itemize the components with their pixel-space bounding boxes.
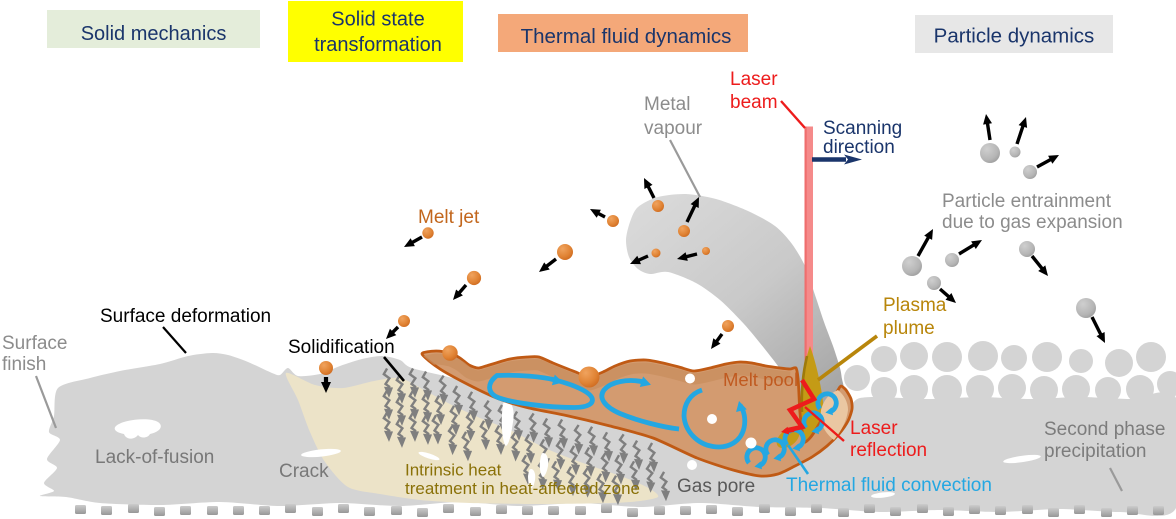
svg-text:Thermal fluid dynamics: Thermal fluid dynamics [521, 25, 732, 48]
svg-text:Particle entrainment: Particle entrainment [942, 191, 1112, 212]
svg-text:Plasma: Plasma [883, 295, 947, 316]
svg-text:Metal: Metal [644, 94, 690, 115]
svg-text:direction: direction [823, 137, 895, 158]
svg-text:beam: beam [730, 92, 778, 113]
svg-text:Melt pool: Melt pool [723, 369, 798, 390]
svg-text:plume: plume [883, 318, 935, 339]
svg-text:treatment in heat-affected zon: treatment in heat-affected zone [405, 479, 640, 498]
svg-text:transformation: transformation [314, 34, 442, 56]
svg-text:Lack-of-fusion: Lack-of-fusion [95, 447, 214, 468]
svg-text:Melt jet: Melt jet [418, 207, 480, 228]
svg-text:Thermal fluid convection: Thermal fluid convection [786, 475, 992, 496]
svg-text:Surface: Surface [2, 333, 67, 354]
svg-text:Solidification: Solidification [288, 337, 395, 358]
svg-text:reflection: reflection [850, 440, 927, 461]
svg-text:Solid mechanics: Solid mechanics [81, 23, 227, 45]
svg-text:Solid state: Solid state [331, 9, 424, 31]
svg-text:Second phase: Second phase [1044, 419, 1166, 440]
svg-text:Surface deformation: Surface deformation [100, 306, 271, 327]
svg-text:finish: finish [2, 354, 46, 375]
svg-text:Gas pore: Gas pore [677, 476, 755, 497]
svg-text:Scanning: Scanning [823, 118, 902, 139]
svg-text:precipitation: precipitation [1044, 441, 1146, 462]
svg-text:Crack: Crack [279, 461, 329, 482]
svg-text:Laser: Laser [730, 69, 778, 90]
svg-text:Particle dynamics: Particle dynamics [934, 25, 1095, 48]
svg-text:vapour: vapour [644, 118, 703, 139]
svg-text:Intrinsic heat: Intrinsic heat [405, 461, 502, 480]
svg-text:due to gas expansion: due to gas expansion [942, 212, 1123, 233]
svg-text:Laser: Laser [850, 418, 898, 439]
